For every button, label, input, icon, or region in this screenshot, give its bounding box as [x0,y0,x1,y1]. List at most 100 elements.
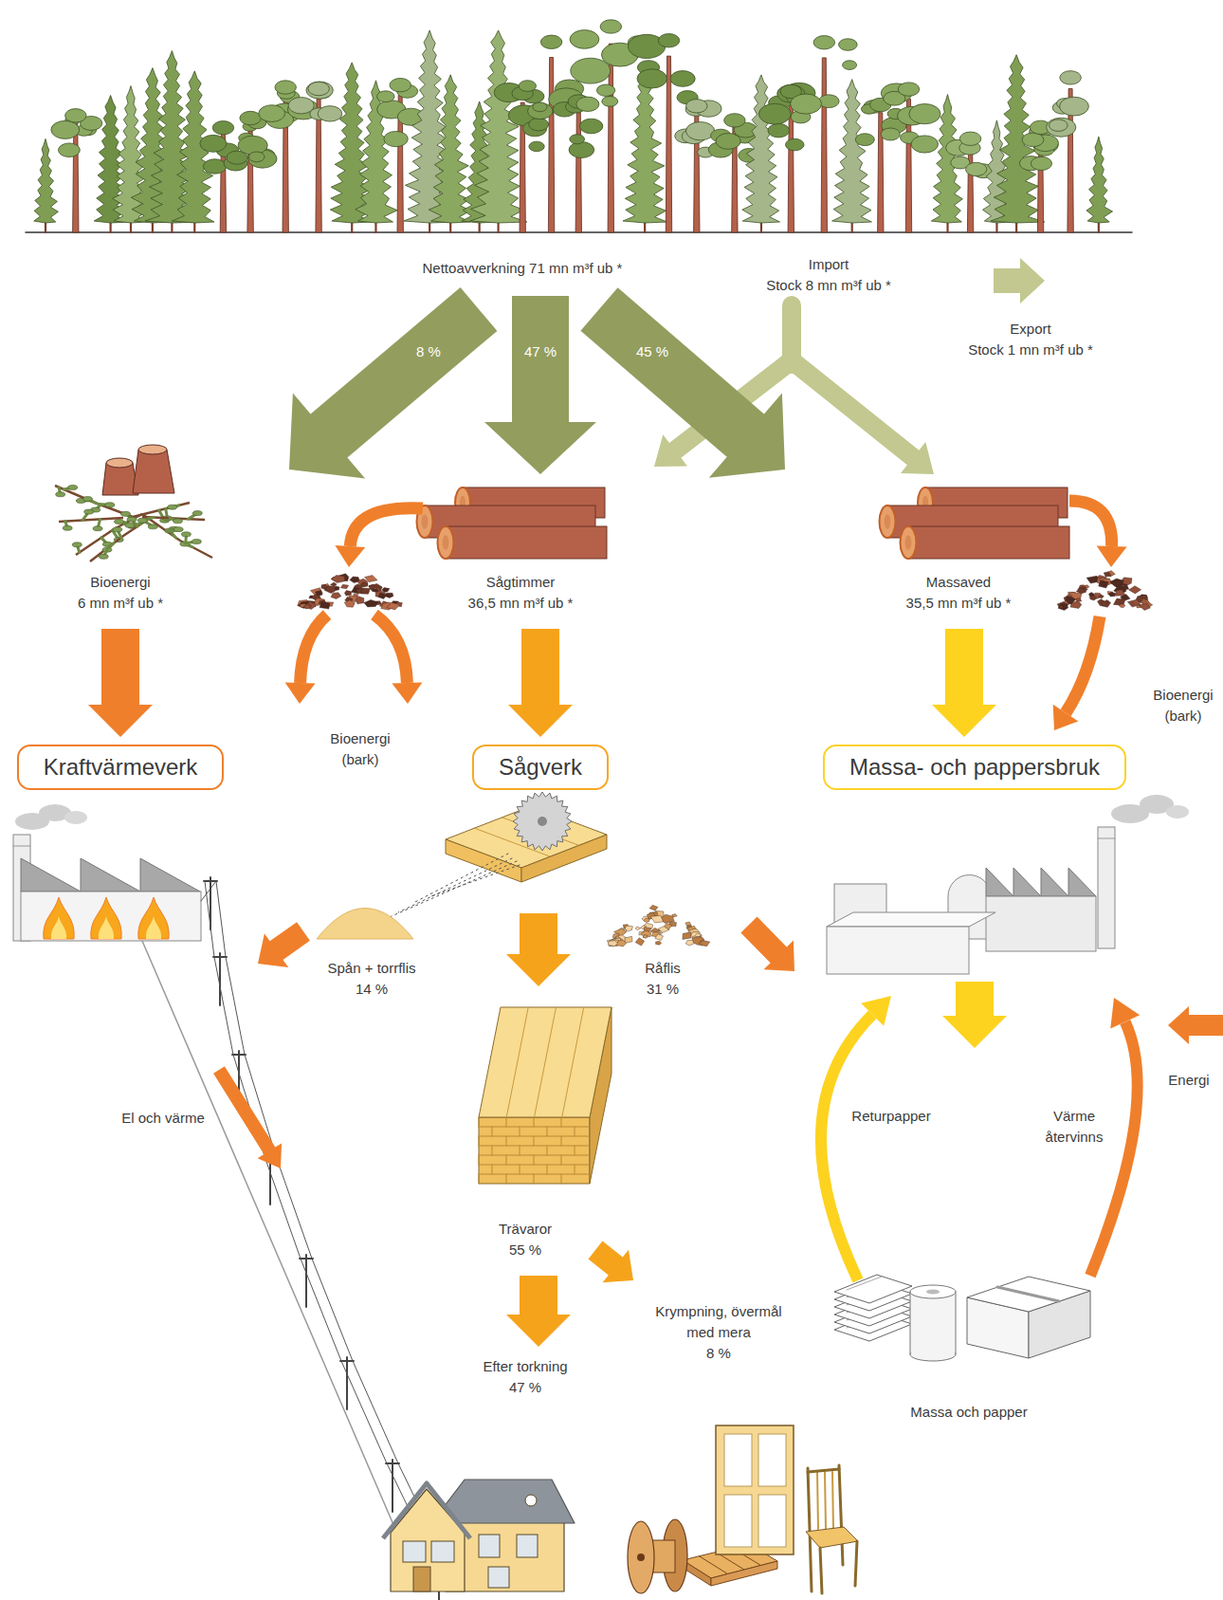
lumber-joint [533,1173,535,1184]
flow-arrow [506,912,571,986]
flow-arrow [740,916,795,971]
wood-products [383,1424,858,1593]
pine-crown [529,117,549,130]
needles [72,542,82,548]
pine-tree [237,110,277,233]
pine-crown [959,131,982,146]
bark-pile-piece [344,590,351,597]
pine-crown [65,109,88,123]
chip-pile-piece [655,933,664,941]
lumber-joint [533,1135,535,1146]
curved-arrow-shaft [1065,616,1100,713]
bark-pile-piece [1098,594,1105,599]
spruce-crown [470,30,528,223]
pine-crown [842,60,858,71]
bark-pile-piece [355,596,365,604]
forest [25,19,1132,233]
bark-pile-piece [1099,600,1112,607]
volume-label: Bioenergi 6 mn m³f ub * [77,571,164,614]
bark-pile-piece [1098,580,1110,588]
pine-crown [528,103,554,120]
pine-crown [897,82,920,96]
needles [112,527,123,532]
pine-crown [839,38,858,52]
pine-tree [675,99,722,233]
flame-core [146,915,162,939]
chair-rail [807,1468,840,1472]
pine-crown [602,95,619,107]
lumber-joint [561,1173,563,1184]
chair-leg [820,1547,822,1593]
bark-pile-piece [360,587,370,594]
pine-crown [1022,132,1044,147]
chip-pile-piece [657,926,670,933]
pine-crown [569,30,600,50]
spruce-tree [34,138,59,233]
plant-wall [20,891,201,941]
smoke [64,810,88,824]
pine-crown [274,80,297,94]
pine-trunk [665,55,672,233]
pine-crown [308,81,330,95]
curved-arrow-head [1110,997,1140,1029]
bark-arrow [334,508,423,567]
log-end [438,526,455,559]
pine-crown [579,118,603,134]
text-line: El och värme [121,1107,205,1129]
plant-box: Sågverk [472,744,609,790]
text-line: Bioenergi [1152,684,1213,706]
text-line: återvinns [1045,1126,1104,1148]
wire [200,880,217,901]
bark-pile [297,573,403,610]
bark-pile-piece [344,600,355,608]
text-line: Import [766,254,892,275]
needles [92,526,103,531]
needles [191,539,201,545]
needles [125,522,135,528]
bark-pile-piece [364,599,379,607]
lumber-joint [574,1126,576,1136]
lumber-joint [506,1116,508,1127]
saw-logs [417,487,608,559]
roof-tooth [1013,867,1041,896]
spruce-tree [1086,136,1114,233]
wire [300,1258,342,1361]
chair-post [807,1467,812,1591]
text-line: Bioenergi [77,571,164,593]
dust-trail [428,864,520,897]
roof-tooth [1068,867,1096,896]
text-line: 8 % [655,1342,782,1364]
curved-arrow-head [1096,546,1128,567]
text-line: 35,5 mn m³f ub * [906,592,1012,614]
bark-pile-piece [1138,602,1150,611]
smoke [1166,804,1189,819]
board-line [506,1006,529,1117]
stump-top [138,444,167,455]
chip-pile-piece [624,935,633,943]
bark-arrows [88,500,1128,737]
pine-crown [212,121,235,135]
pine-crown [529,141,545,151]
flame [43,896,74,939]
pine-crown [596,84,615,96]
saw-hub [537,816,548,826]
chair-spindle [832,1471,834,1529]
pine-crown [540,35,563,49]
flow-arrow [506,1275,571,1347]
pine-crown [657,34,680,48]
bark-pile-piece [1130,602,1135,606]
pine-crown [637,69,667,89]
pine-crown [790,93,822,114]
gable-roof [383,1482,471,1538]
wire [225,956,245,1055]
product-label: Massa och papper [910,1401,1027,1423]
bark-pile-piece [330,592,342,600]
text-line: Export [967,318,1094,340]
pallet-slat [699,1555,729,1574]
pine-crown [855,133,875,147]
log-ring [905,534,913,549]
curved-arrow-shaft [1069,500,1113,547]
needles [192,511,202,516]
power-pole [305,1254,308,1307]
paper-products [834,1274,1091,1361]
